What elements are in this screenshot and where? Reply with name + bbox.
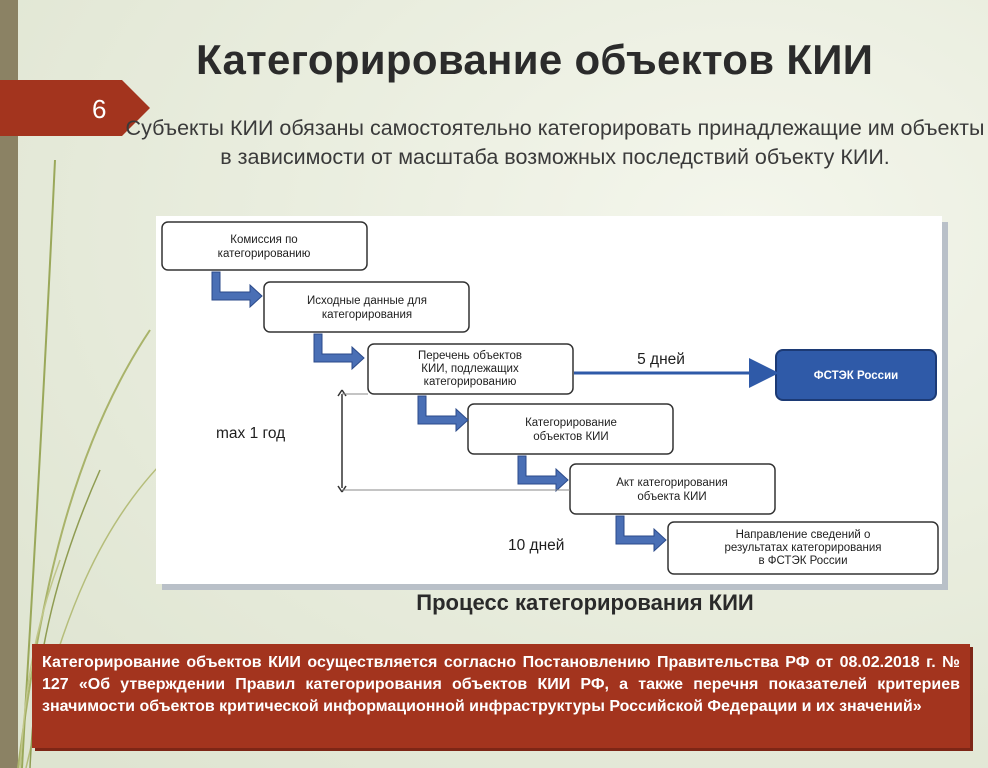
step-arrows bbox=[211, 271, 667, 553]
slide-number-badge: 6 bbox=[0, 80, 150, 136]
step-box-3: Перечень объектов КИИ, подлежащих катего… bbox=[367, 343, 574, 395]
slide-title: Категорирование объектов КИИ bbox=[196, 36, 874, 83]
label-10-days: 10 дней bbox=[508, 537, 564, 554]
fstek-target-box: ФСТЭК России bbox=[775, 349, 937, 401]
slide-number: 6 bbox=[92, 94, 107, 124]
step-3-line2: КИИ, подлежащих bbox=[421, 363, 519, 375]
step-5-line2: объекта КИИ bbox=[637, 491, 706, 503]
step-2-line1: Исходные данные для bbox=[307, 295, 427, 307]
grass-decoration bbox=[17, 159, 176, 768]
step-arrow-2 bbox=[313, 333, 365, 371]
step-box-4: Категорирование объектов КИИ bbox=[467, 403, 674, 455]
label-5-days: 5 дней bbox=[637, 351, 685, 368]
step-arrow-5 bbox=[615, 515, 667, 553]
step-box-6: Направление сведений о результатах катег… bbox=[667, 521, 939, 575]
step-3-line1: Перечень объектов bbox=[418, 350, 522, 362]
step-arrow-4 bbox=[517, 455, 569, 493]
left-decor-bar bbox=[0, 0, 18, 768]
step-6-line2: результатах категорирования bbox=[724, 542, 881, 554]
step-5-line1: Акт категорирования bbox=[616, 477, 728, 489]
process-diagram: Комиссия по категорированию Исходные дан… bbox=[156, 216, 942, 584]
step-box-5: Акт категорирования объекта КИИ bbox=[569, 463, 776, 515]
legal-note-text: Категорирование объектов КИИ осуществляе… bbox=[42, 654, 960, 715]
diagram-caption: Процесс категорирования КИИ bbox=[416, 590, 754, 615]
step-box-2: Исходные данные для категорирования bbox=[263, 281, 470, 333]
step-arrow-3 bbox=[417, 395, 469, 433]
max-year-bracket bbox=[337, 389, 570, 493]
step-1-line2: категорированию bbox=[218, 248, 311, 260]
step-1-line1: Комиссия по bbox=[230, 234, 297, 246]
fstek-label: ФСТЭК России bbox=[814, 370, 898, 382]
step-4-line2: объектов КИИ bbox=[533, 431, 608, 443]
step-6-line1: Направление сведений о bbox=[736, 529, 871, 541]
label-max-year: max 1 год bbox=[216, 425, 285, 442]
legal-note-box: Категорирование объектов КИИ осуществляе… bbox=[32, 644, 970, 748]
step-arrow-1 bbox=[211, 271, 263, 309]
slide-subtitle: Субъекты КИИ обязаны самостоятельно кате… bbox=[125, 116, 985, 169]
step-box-1: Комиссия по категорированию bbox=[161, 221, 368, 271]
step-4-line1: Категорирование bbox=[525, 417, 617, 429]
step-2-line2: категорирования bbox=[322, 309, 412, 321]
step-3-line3: категорированию bbox=[424, 376, 517, 388]
step-6-line3: в ФСТЭК России bbox=[758, 555, 847, 567]
